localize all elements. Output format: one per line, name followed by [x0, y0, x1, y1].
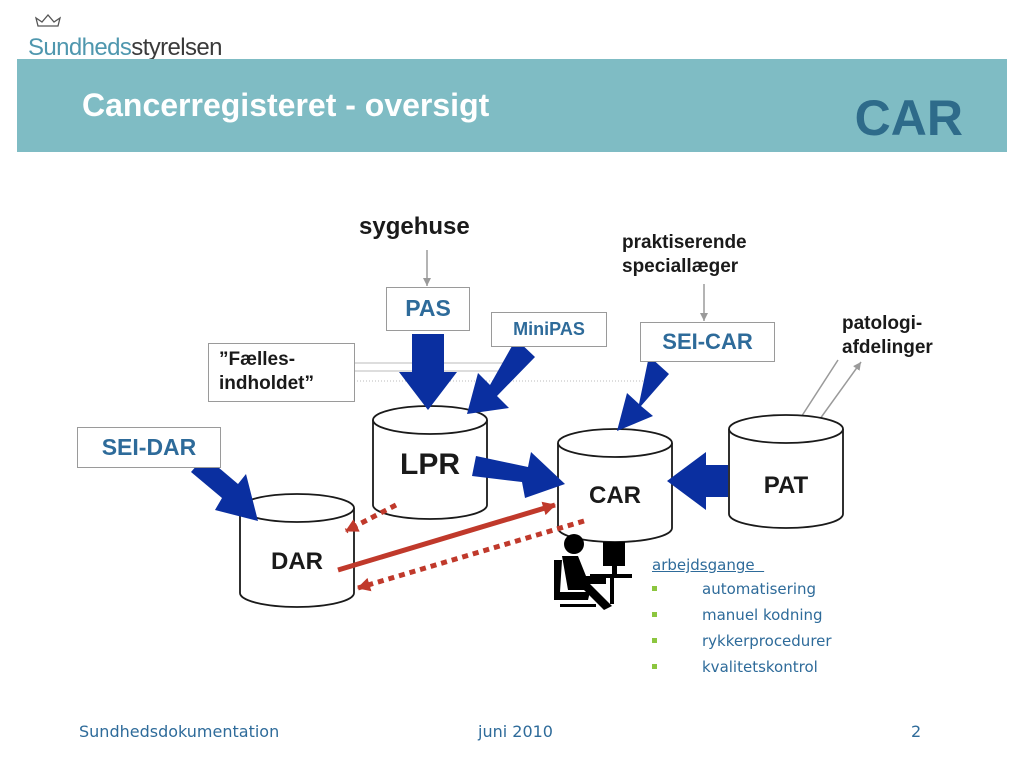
- header-bar: Cancerregisteret - oversigt CAR: [17, 59, 1007, 152]
- seicar-box: SEI-CAR: [640, 322, 775, 362]
- header-badge: CAR: [854, 90, 963, 146]
- bullet-icon: [652, 586, 657, 591]
- faelles-indholdet-box: ”Fælles- indholdet”: [208, 343, 355, 402]
- pas-box: PAS: [386, 287, 470, 331]
- logo-text-part1: Sundheds: [28, 34, 132, 61]
- bullet-icon: [652, 612, 657, 617]
- page-title: Cancerregisteret - oversigt: [82, 87, 490, 123]
- crown-icon: [34, 14, 62, 27]
- seidar-box: SEI-DAR: [77, 427, 221, 468]
- faelles-line2: indholdet”: [219, 373, 314, 394]
- lpr-to-dar-dotted-arrow: [344, 502, 398, 534]
- pat-to-car-arrow: [667, 452, 728, 510]
- bullet-icon: [652, 664, 657, 669]
- car-label: CAR: [589, 482, 641, 509]
- seicar-to-car-arrow: [617, 356, 669, 431]
- page-number: 2: [911, 722, 922, 741]
- list-item-text: automatisering: [702, 580, 817, 598]
- list-item-text: rykkerprocedurer: [702, 632, 832, 650]
- seidar-to-dar-arrow: [191, 456, 258, 521]
- list-item-text: kvalitetskontrol: [702, 658, 818, 676]
- minipas-box: MiniPAS: [491, 312, 607, 347]
- pat-label: PAT: [763, 472, 809, 499]
- patologi-label-line2: afdelinger: [842, 337, 933, 358]
- praktiserende-label-line1: praktiserende: [622, 232, 747, 253]
- lpr-to-car-arrow: [472, 452, 565, 498]
- patologi-label-line1: patologi-: [842, 313, 923, 334]
- dar-to-car-solid-arrow: [337, 501, 556, 573]
- bullet-icon: [652, 638, 657, 643]
- footer-date: juni 2010: [478, 722, 553, 741]
- pas-to-lpr-arrow: [399, 334, 457, 410]
- list-item-text: manuel kodning: [702, 606, 823, 624]
- dar-database: [239, 493, 355, 608]
- faelles-line1: ”Fælles-: [219, 349, 296, 370]
- sygehuse-label: sygehuse: [359, 213, 470, 240]
- workflow-title: arbejdsgange: [652, 556, 765, 574]
- patologi-to-pat-arrow: [795, 359, 839, 426]
- logo-text-part2: styrelsen: [131, 34, 222, 61]
- logo-text: Sundhedsstyrelsen: [28, 34, 223, 62]
- footer-left: Sundhedsdokumentation: [79, 722, 280, 741]
- car-database: [557, 428, 673, 543]
- person-at-computer-icon: [554, 534, 632, 610]
- lpr-label: LPR: [400, 448, 460, 481]
- dar-label: DAR: [271, 548, 323, 575]
- praktiserende-label-line2: speciallæger: [622, 256, 739, 277]
- pat-database: [728, 414, 844, 529]
- lpr-database: [372, 405, 488, 520]
- minipas-to-lpr-arrow: [467, 339, 535, 414]
